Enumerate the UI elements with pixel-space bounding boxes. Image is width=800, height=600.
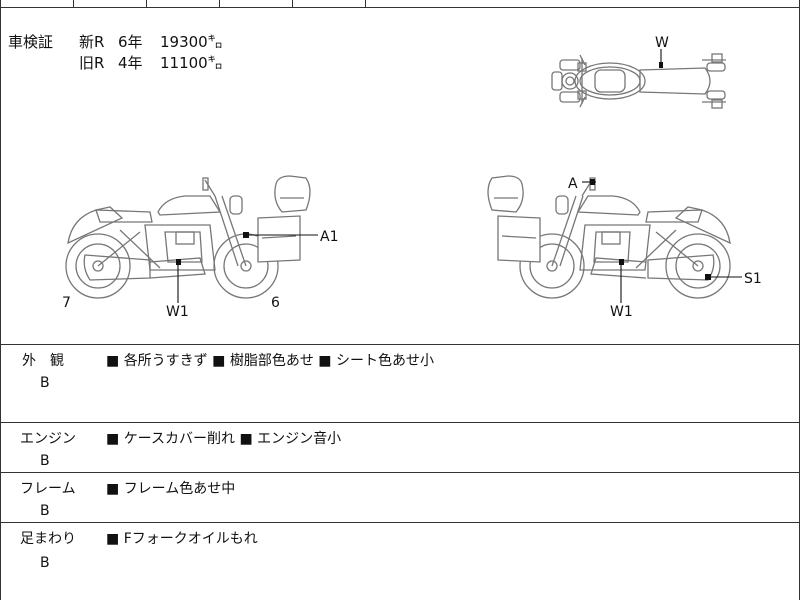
mark-right-s1: S1 bbox=[744, 271, 762, 287]
header-divider bbox=[73, 0, 74, 8]
header-bottom-rule bbox=[0, 7, 800, 8]
bullet-icon: ■ bbox=[106, 531, 120, 547]
section-name-exterior: 外 観 bbox=[22, 353, 64, 369]
motorcycle-right-view bbox=[487, 175, 731, 299]
section-name-suspension: 足まわり bbox=[20, 531, 76, 547]
inspection-years-old: 4年 bbox=[118, 54, 143, 72]
bullet-icon: ■ bbox=[239, 431, 253, 447]
bullet-icon: ■ bbox=[106, 431, 120, 447]
bullet-icon: ■ bbox=[106, 353, 120, 369]
mark-top-w: W bbox=[655, 35, 669, 51]
inspection-type-new: 新R bbox=[79, 33, 105, 51]
mark-right-w1: W1 bbox=[610, 304, 633, 320]
header-divider bbox=[365, 0, 366, 8]
section-name-frame: フレーム bbox=[20, 481, 76, 497]
section-divider bbox=[0, 472, 800, 473]
note: フレーム色あせ中 bbox=[123, 481, 236, 497]
mark-right-a: A bbox=[568, 176, 578, 192]
mark-left-w1: W1 bbox=[166, 304, 189, 320]
left-border bbox=[0, 0, 1, 600]
section-divider bbox=[0, 422, 800, 423]
section-grade-engine: B bbox=[40, 453, 50, 469]
note: ケースカバー削れ bbox=[123, 431, 235, 447]
inspection-weight-new: 19300㌔ bbox=[160, 33, 223, 51]
damage-marker bbox=[659, 62, 663, 68]
motorcycle-damage-diagram: W A1 W1 7 6 bbox=[62, 35, 762, 320]
section-notes-suspension: ■ Fフォークオイルもれ bbox=[106, 530, 258, 548]
note: シート色あせ小 bbox=[335, 353, 434, 369]
section-grade-exterior: B bbox=[40, 375, 50, 391]
section-divider bbox=[0, 522, 800, 523]
note: 樹脂部色あせ bbox=[229, 353, 314, 369]
section-name-engine: エンジン bbox=[20, 431, 76, 447]
note: 各所うすきず bbox=[123, 353, 208, 369]
mark-left-6: 6 bbox=[271, 295, 280, 311]
section-grade-frame: B bbox=[40, 503, 50, 519]
inspection-label: 車検証 bbox=[8, 33, 54, 51]
bullet-icon: ■ bbox=[106, 481, 120, 497]
bullet-icon: ■ bbox=[318, 353, 332, 369]
damage-marker bbox=[705, 274, 711, 280]
mark-left-7: 7 bbox=[62, 295, 71, 311]
inspection-type-old: 旧R bbox=[79, 54, 105, 72]
section-notes-engine: ■ ケースカバー削れ ■ エンジン音小 bbox=[106, 430, 341, 448]
section-notes-exterior: ■ 各所うすきず ■ 樹脂部色あせ ■ シート色あせ小 bbox=[106, 352, 434, 370]
header-divider bbox=[146, 0, 147, 8]
note: エンジン音小 bbox=[257, 431, 342, 447]
motorcycle-left-view bbox=[65, 175, 311, 299]
inspection-weight-old: 11100㌔ bbox=[160, 54, 223, 72]
inspection-years-new: 6年 bbox=[118, 33, 143, 51]
header-divider bbox=[292, 0, 293, 8]
section-grade-suspension: B bbox=[40, 555, 50, 571]
damage-marker bbox=[176, 259, 181, 265]
note: Fフォークオイルもれ bbox=[123, 531, 258, 547]
motorcycle-top-view bbox=[551, 53, 726, 109]
section-notes-frame: ■ フレーム色あせ中 bbox=[106, 480, 235, 498]
bullet-icon: ■ bbox=[212, 353, 226, 369]
damage-marker bbox=[619, 259, 624, 265]
diagram-bottom-rule bbox=[0, 344, 800, 345]
mark-left-a1: A1 bbox=[320, 229, 338, 245]
damage-marker bbox=[243, 232, 249, 238]
damage-marker bbox=[590, 179, 595, 185]
header-divider bbox=[219, 0, 220, 8]
